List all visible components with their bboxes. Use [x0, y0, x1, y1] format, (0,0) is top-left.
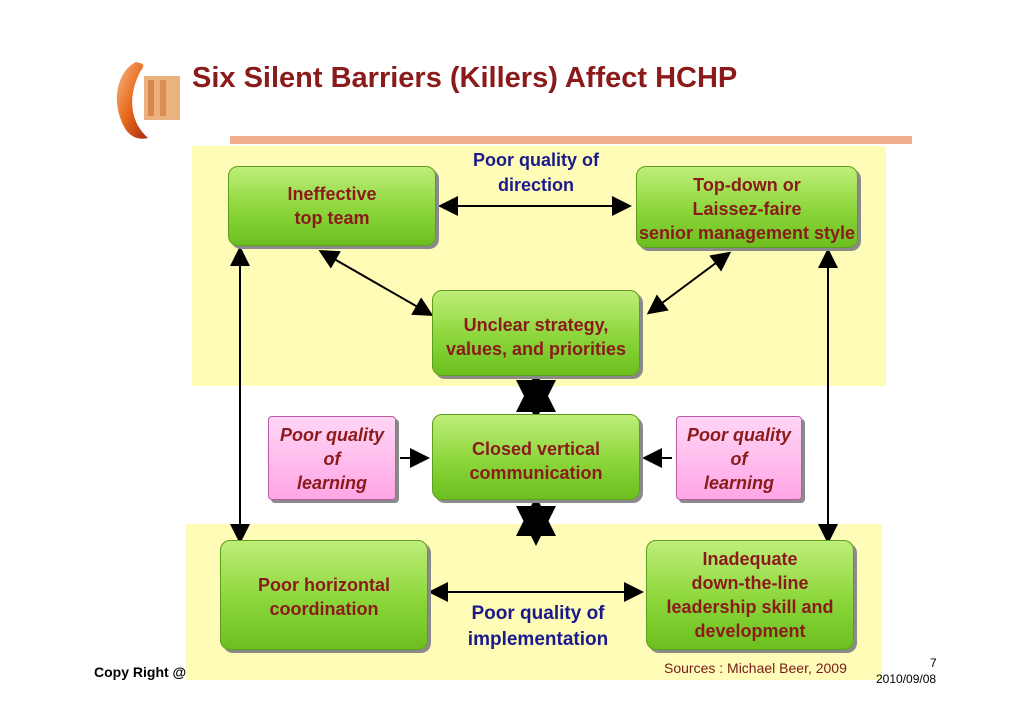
box-text-line: down-the-line	[691, 573, 809, 593]
logo-swirl-icon	[96, 54, 184, 142]
box-text-line: top team	[294, 208, 370, 228]
label-text-line: direction	[497, 175, 574, 195]
box-text-line: coordination	[269, 599, 379, 619]
box-text-line: values, and priorities	[445, 339, 627, 359]
box-text-line: of	[323, 449, 341, 469]
box-poor-horizontal-coordination: Poor horizontal coordination	[220, 540, 428, 650]
footer-copyright: Copy Right @	[94, 664, 187, 680]
box-text-line: Laissez-faire	[692, 199, 802, 219]
label-text-line: Poor quality of	[471, 603, 605, 624]
box-text-line: Poor horizontal	[258, 575, 390, 595]
box-poor-learning-left: Poor quality of learning	[268, 416, 396, 500]
box-text-line: Poor quality	[686, 425, 791, 445]
box-text-line: development	[694, 621, 806, 641]
box-ineffective-top-team: Ineffective top team	[228, 166, 436, 246]
footer-date: 2010/09/08	[876, 672, 937, 686]
arrow-style-to-strategy	[646, 251, 732, 315]
label-poor-direction: Poor quality of direction	[446, 146, 626, 200]
page-title: Six Silent Barriers (Killers) Affect HCH…	[192, 62, 738, 94]
box-top-down-style: Top-down or Laissez-faire senior managem…	[636, 166, 858, 248]
arrow-top-team-to-strategy	[318, 250, 434, 316]
footer-sources: Sources : Michael Beer, 2009	[664, 660, 847, 676]
box-text-line: Ineffective	[287, 184, 377, 204]
label-text-line: implementation	[467, 629, 609, 650]
box-text-line: Unclear strategy,	[463, 315, 609, 335]
box-text-line: senior management style	[638, 223, 856, 243]
box-unclear-strategy: Unclear strategy, values, and priorities	[432, 290, 640, 376]
label-text-line: Poor quality of	[473, 150, 599, 170]
box-text-line: Closed vertical	[471, 439, 601, 459]
box-closed-communication: Closed vertical communication	[432, 414, 640, 500]
box-poor-learning-right: Poor quality of learning	[676, 416, 802, 500]
box-text-line: Top-down or	[693, 175, 801, 195]
title-underline-bar	[230, 136, 912, 144]
box-text-line: of	[730, 449, 748, 469]
box-text-line: communication	[469, 463, 603, 483]
page-number: 7	[930, 656, 937, 670]
box-text-line: learning	[296, 473, 367, 493]
box-text-line: Poor quality	[279, 425, 384, 445]
box-text-line: Inadequate	[702, 549, 798, 569]
box-text-line: learning	[703, 473, 774, 493]
box-text-line: leadership skill and	[666, 597, 834, 617]
label-poor-implementation: Poor quality of implementation	[448, 600, 628, 654]
box-inadequate-leadership: Inadequate down-the-line leadership skil…	[646, 540, 854, 650]
